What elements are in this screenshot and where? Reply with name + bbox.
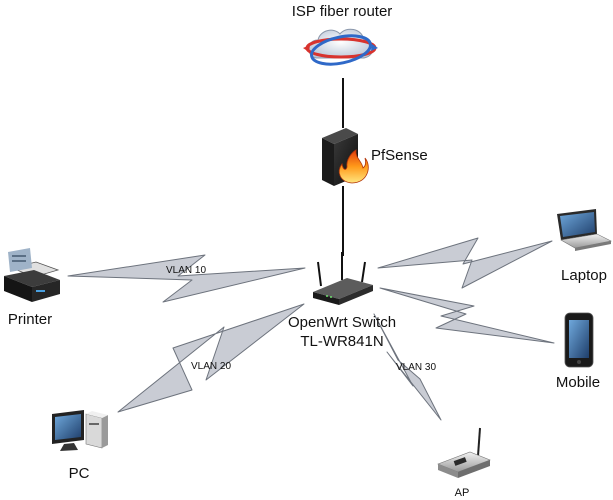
isp-router-label: ISP fiber router [292, 3, 393, 20]
pc-label: PC [69, 465, 90, 482]
mobile-label: Mobile [556, 374, 600, 391]
vlan-10-label: VLAN 10 [166, 265, 206, 276]
laptop-node[interactable]: Laptop [557, 209, 612, 284]
cloud-router-icon [303, 28, 378, 66]
pfsense-label: PfSense [371, 147, 428, 164]
switch-node[interactable]: OpenWrt Switch TL-WR841N [288, 252, 396, 350]
pfsense-node[interactable]: PfSense [322, 128, 428, 186]
mobile-lightning-link [379, 287, 555, 344]
pc-lightning-link [117, 303, 305, 413]
firewall-icon [322, 128, 369, 186]
vlan-20-label: VLAN 20 [191, 361, 231, 372]
switch-label-line2: TL-WR841N [300, 333, 383, 350]
ap-label: AP [455, 487, 470, 499]
wireless-router-icon [313, 252, 373, 305]
laptop-lightning-link [377, 237, 553, 289]
printer-node[interactable]: Printer [4, 248, 60, 328]
isp-router-node[interactable]: ISP fiber router [292, 3, 393, 69]
ap-node[interactable]: AP [437, 427, 491, 499]
access-point-icon [437, 427, 491, 478]
laptop-icon [557, 209, 612, 251]
printer-icon [4, 248, 60, 302]
pc-node[interactable]: PC [52, 410, 108, 482]
switch-label-line1: OpenWrt Switch [288, 314, 396, 331]
laptop-label: Laptop [561, 267, 607, 284]
mobile-phone-icon [564, 312, 594, 368]
printer-lightning-link [67, 254, 306, 303]
desktop-pc-icon [52, 410, 108, 451]
vlan-30-label: VLAN 30 [396, 362, 436, 373]
ap-lightning-link [373, 313, 442, 421]
mobile-node[interactable]: Mobile [556, 312, 600, 391]
printer-label: Printer [8, 311, 52, 328]
